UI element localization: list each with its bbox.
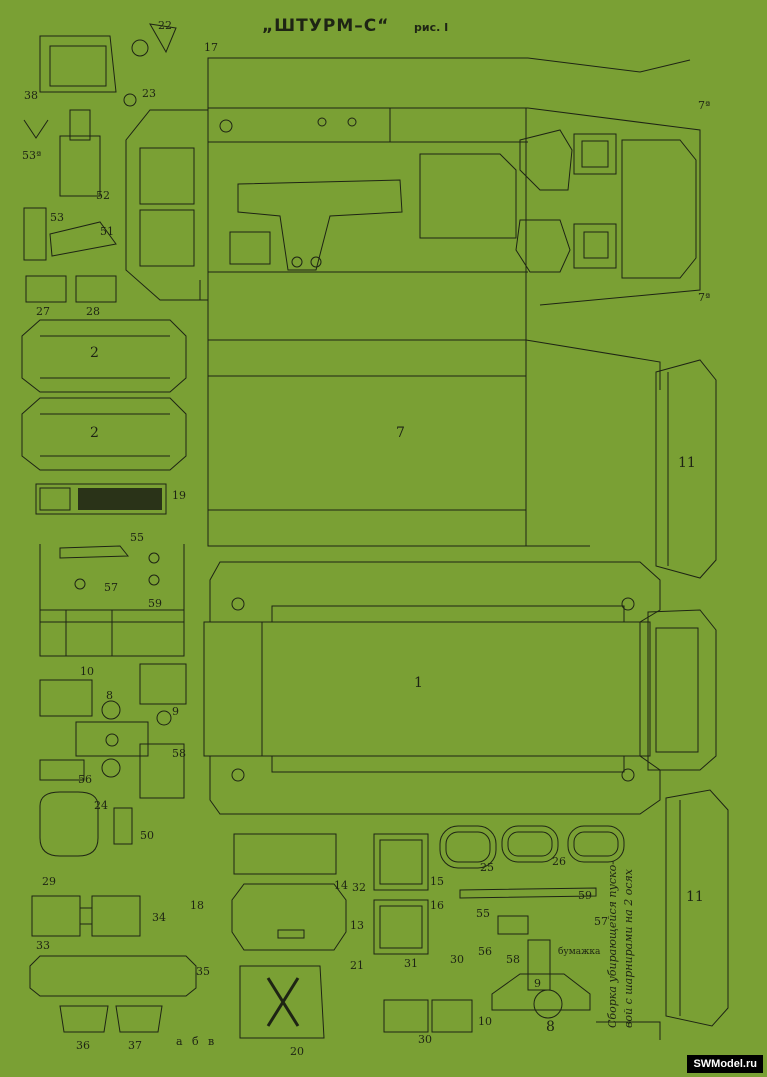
label-part-8-a: 8 [106,689,113,702]
hull-lower-part-1 [203,561,717,815]
label-subpart-a: а [176,1035,183,1048]
label-part-26: 26 [552,855,566,868]
label-part-20: 20 [290,1045,304,1058]
label-part-7a-upper: 7ª [698,99,711,112]
label-part-59-a: 59 [148,597,162,610]
label-part-8-b: 8 [546,1019,555,1035]
label-part-21: 21 [350,959,364,972]
label-part-29: 29 [42,875,56,888]
label-part-53a: 53ª [22,149,42,162]
label-part-7: 7 [396,425,405,441]
small-parts-bottom [29,825,625,1039]
label-part-50: 50 [140,829,154,842]
sheet-title: „ШТУРМ–С“ [262,16,390,36]
part-11-upper [655,359,717,579]
label-part-32: 32 [352,881,366,894]
label-part-57-a: 57 [104,581,118,594]
label-part-34: 34 [152,911,166,924]
label-part-23: 23 [142,87,156,100]
label-part-53: 53 [50,211,64,224]
part-11-lower [665,789,729,1027]
label-part-36: 36 [76,1039,90,1052]
label-part-27: 27 [36,305,50,318]
label-part-14: 14 [334,879,348,892]
leader-label: бумажка [558,947,601,957]
label-part-7a-lower: 7ª [698,291,711,304]
label-part-57-b: 57 [594,915,608,928]
label-part-22: 22 [158,19,172,32]
label-subpart-b: б [192,1035,199,1048]
label-part-38: 38 [24,89,38,102]
figure-number: рис. I [414,21,449,34]
label-part-59-b: 59 [578,889,592,902]
label-part-55-b: 55 [476,907,490,920]
label-part-2-b: 2 [90,425,99,441]
label-part-37: 37 [128,1039,142,1052]
label-part-1: 1 [414,675,423,691]
label-part-16: 16 [430,899,444,912]
label-part-11-a: 11 [678,455,696,471]
label-part-30-a: 30 [450,953,464,966]
label-part-18: 18 [190,899,204,912]
label-part-10-b: 10 [478,1015,492,1028]
label-part-51: 51 [100,225,114,238]
part-19 [35,483,167,515]
label-part-11-b: 11 [686,889,704,905]
label-part-19: 19 [172,489,186,502]
label-part-15: 15 [430,875,444,888]
label-part-31: 31 [404,957,418,970]
parts-2 [21,319,187,471]
label-part-56-b: 56 [478,945,492,958]
label-part-9-b: 9 [534,977,541,990]
label-part-13: 13 [350,919,364,932]
label-part-24: 24 [94,799,108,812]
label-part-28: 28 [86,305,100,318]
label-subpart-v: в [208,1035,215,1048]
assembly-note-line-2: вой с шарнирами на 2 осях [622,869,635,1028]
label-part-55-a: 55 [130,531,144,544]
part-59-panel [39,544,185,657]
label-part-56-a: 56 [78,773,92,786]
label-part-2-a: 2 [90,345,99,361]
small-parts-left [23,23,187,857]
label-part-52: 52 [96,189,110,202]
assembly-note-line-1: Сборка убирающейся пуско- [606,861,619,1028]
label-part-58-a: 58 [172,747,186,760]
watermark: SWModel.ru [687,1055,763,1073]
label-part-25: 25 [480,861,494,874]
label-part-58-b: 58 [506,953,520,966]
note-leader-line [596,1021,661,1040]
label-part-35: 35 [196,965,210,978]
label-part-30-b: 30 [418,1033,432,1046]
label-part-17: 17 [204,41,218,54]
label-part-33: 33 [36,939,50,952]
label-part-10-a: 10 [80,665,94,678]
label-part-9-a: 9 [172,705,179,718]
hull-upper-part-7 [125,57,701,547]
